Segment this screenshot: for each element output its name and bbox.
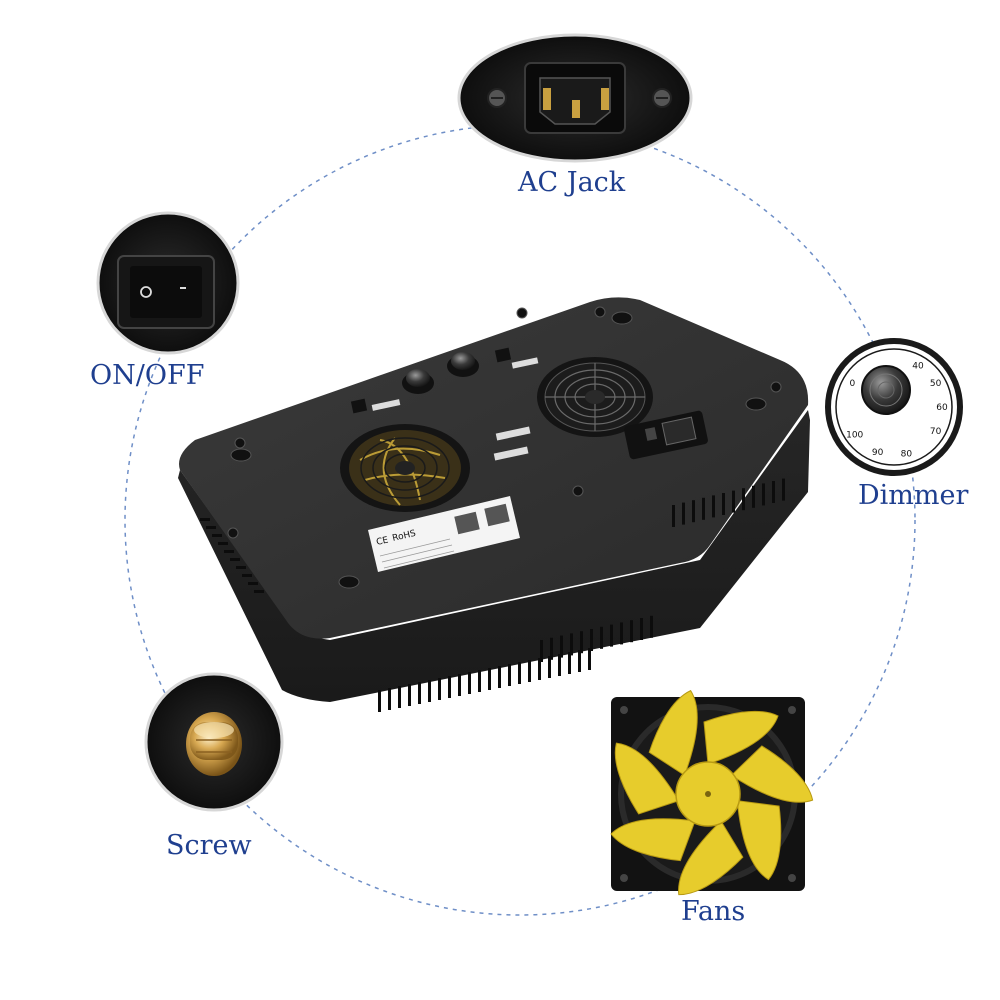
vent-slit (692, 500, 695, 523)
dial-scale-number: 40 (912, 361, 924, 371)
vent-slit (752, 485, 755, 508)
fan-blade (678, 820, 744, 896)
fan-blade (648, 690, 698, 777)
fan-blade (703, 710, 779, 765)
vent-slit (408, 684, 411, 706)
vent-slit (630, 620, 633, 643)
vent-slit (478, 670, 481, 692)
vent-slit (230, 558, 240, 561)
vent-slit (236, 566, 246, 569)
brass-screw-icon (186, 712, 242, 776)
vent-slit (242, 574, 252, 577)
ce-mark: CE (375, 535, 389, 548)
vent-slit (418, 682, 421, 704)
dial-scale-number: 50 (930, 379, 942, 389)
vent-slit (650, 615, 653, 638)
spec-label-sticker: CE RoHS (368, 496, 520, 572)
vent-slit (590, 629, 593, 651)
vent-slit (570, 633, 573, 656)
vent-slit (538, 658, 541, 680)
dashed-guide-circle (124, 124, 916, 916)
fans-label: Fans (681, 896, 746, 927)
vent-slit (762, 483, 765, 506)
vent-slit (528, 660, 531, 682)
dial-scale-number: 100 (846, 431, 863, 441)
vent-slit (588, 648, 591, 670)
led-grow-light-housing: CE RoHS (178, 297, 810, 702)
vent-slit (378, 690, 381, 712)
vent-slit (458, 674, 461, 696)
vent-slit (448, 676, 451, 698)
fan-callout (610, 690, 814, 896)
vent-slit (200, 518, 210, 521)
vent-slit (218, 542, 228, 545)
fan-blade (614, 742, 680, 815)
power-switch-callout (96, 211, 240, 355)
dimmer-knob-icon (861, 365, 911, 415)
dial-scale-number: 90 (872, 448, 884, 458)
vent-slit (468, 672, 471, 694)
vent-slit (722, 493, 725, 515)
vent-slit (438, 678, 441, 700)
vent-slit (540, 640, 543, 662)
housing-fan-left (340, 424, 470, 512)
vent-slit (732, 490, 735, 513)
vent-slit (206, 526, 216, 529)
screw-callout (144, 672, 284, 812)
vent-slit (508, 664, 511, 686)
vent-slit (742, 488, 745, 511)
vent-slit (702, 497, 705, 520)
vent-slit (578, 650, 581, 672)
vent-slit (388, 688, 391, 710)
fan-blade (730, 745, 814, 803)
housing-ac-jack (624, 410, 708, 460)
ac-jack-label: AC Jack (518, 167, 626, 198)
yellow-fan-icon (610, 690, 814, 896)
dial-scale-number: 0 (850, 379, 856, 389)
vent-slit (428, 680, 431, 702)
fan-blade (736, 800, 782, 881)
dial-scale-number: 60 (936, 403, 948, 413)
housing-fan-right (537, 357, 653, 437)
screw-label: Screw (166, 830, 252, 861)
vent-slit (224, 550, 234, 553)
vent-slit (682, 502, 685, 525)
on-off-label: ON/OFF (90, 360, 205, 391)
vent-slit (610, 624, 613, 647)
vent-slit (254, 590, 264, 593)
housing-knob-2 (447, 352, 479, 377)
fan-blade (610, 818, 696, 862)
vent-slit (212, 534, 222, 537)
dimmer-label: Dimmer (858, 480, 969, 511)
vent-slit (548, 656, 551, 678)
dimmer-dial-scale: 0 40 50 60 70 80 90 100 (846, 361, 948, 459)
vent-slit (560, 635, 563, 658)
housing-knob-1 (402, 369, 434, 394)
dimmer-callout: 0 40 50 60 70 80 90 100 (825, 338, 963, 476)
vent-slit (248, 582, 258, 585)
vent-slit (640, 618, 643, 640)
vent-slit (712, 495, 715, 518)
vent-slit (600, 626, 603, 649)
vent-slit (398, 686, 401, 708)
vent-slit (488, 668, 491, 690)
vent-slit (620, 622, 623, 645)
vent-slit (772, 481, 775, 503)
dial-scale-number: 80 (901, 449, 913, 459)
vent-slit (672, 505, 675, 527)
vent-slit (550, 637, 553, 660)
vent-slit (558, 654, 561, 676)
vent-slit (782, 478, 785, 501)
dial-scale-number: 70 (930, 427, 942, 437)
ac-jack-callout (457, 33, 693, 163)
vent-slit (580, 631, 583, 654)
vent-slit (518, 662, 521, 684)
vent-slit (568, 652, 571, 674)
vent-slit (498, 666, 501, 688)
